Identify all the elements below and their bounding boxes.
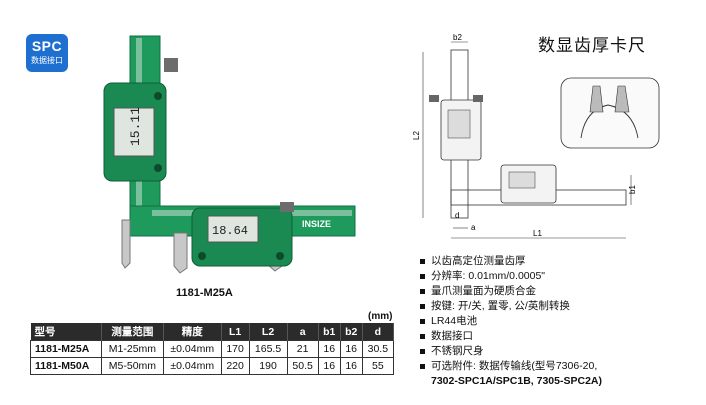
feature-list: 以齿高定位测量齿厚 分辨率: 0.01mm/0.0005" 量爪测量面为硬质合金…: [420, 254, 700, 389]
table-header: L1: [221, 323, 250, 341]
table-cell: 55: [361, 357, 395, 375]
table-header: d: [362, 323, 395, 341]
table-cell: 190: [248, 357, 288, 375]
page-title: 数显齿厚卡尺: [538, 36, 646, 55]
list-item: 按键: 开/关, 置零, 公/英制转换: [420, 299, 700, 314]
table-header: b1: [318, 323, 341, 341]
table-cell: ±0.04mm: [162, 340, 222, 358]
label-b2: b2: [453, 33, 462, 42]
list-item: 不锈钢尺身: [420, 344, 700, 359]
photo-caption: 1181-M25A: [176, 287, 233, 299]
list-item: 数据接口: [420, 329, 700, 344]
list-item: 量爪测量面为硬质合金: [420, 284, 700, 299]
table-cell: 16: [339, 357, 363, 375]
table-row: 1181-M50A M5-50mm ±0.04mm 220 190 50.5 1…: [30, 357, 395, 375]
label-l1: L1: [533, 229, 542, 238]
table-cell: 16: [317, 340, 341, 358]
spc-badge-title: SPC: [31, 38, 63, 54]
list-item: 以齿高定位测量齿厚: [420, 254, 700, 269]
table-cell: M5-50mm: [101, 357, 164, 375]
vertical-display-text: 15.11: [128, 107, 143, 146]
table-header: 测量范围: [101, 323, 164, 341]
label-l2: L2: [413, 131, 421, 140]
list-item: 分辨率: 0.01mm/0.0005": [420, 269, 700, 284]
table-cell: 1181-M25A: [30, 340, 102, 358]
table-unit-label: (mm): [368, 311, 393, 322]
label-b1: b1: [628, 185, 637, 194]
table-row: 1181-M25A M1-25mm ±0.04mm 170 165.5 21 1…: [30, 340, 395, 358]
table-cell: 220: [220, 357, 250, 375]
product-photo: 15.11 18.64 INSIZE: [103, 35, 356, 274]
table-cell: 1181-M50A: [30, 357, 102, 375]
label-d: d: [455, 211, 459, 220]
label-a: a: [471, 223, 476, 232]
table-cell: M1-25mm: [101, 340, 164, 358]
table-header: a: [287, 323, 319, 341]
table-cell: 50.5: [286, 357, 319, 375]
table-cell: 16: [317, 357, 341, 375]
table-header: 精度: [163, 323, 222, 341]
table-cell: ±0.04mm: [162, 357, 222, 375]
table-cell: 165.5: [248, 340, 288, 358]
horizontal-display-text: 18.64: [212, 224, 248, 238]
list-item: 可选附件: 数据传输线(型号7306-20,: [420, 359, 700, 374]
table-header: 型号: [30, 323, 102, 341]
table-cell: 30.5: [361, 340, 395, 358]
table-cell: 170: [220, 340, 250, 358]
spc-badge: SPC 数据接口: [26, 34, 68, 72]
list-item: LR44电池: [420, 314, 700, 329]
spc-badge-subtitle: 数据接口: [31, 56, 63, 65]
brand-logo-text: INSIZE: [302, 219, 331, 229]
table-header: L2: [249, 323, 288, 341]
table-cell: 21: [286, 340, 319, 358]
dimension-diagram: b2 L2 b1 a d L1: [413, 33, 660, 239]
table-header-row: 型号 测量范围 精度 L1 L2 a b1 b2 d: [30, 323, 395, 341]
list-item-continuation: 7302-SPC1A/SPC1B, 7305-SPC2A): [431, 375, 602, 387]
table-cell: 16: [339, 340, 363, 358]
table-header: b2: [340, 323, 363, 341]
spec-table: 型号 测量范围 精度 L1 L2 a b1 b2 d 1181-M25A M1-…: [30, 323, 395, 375]
